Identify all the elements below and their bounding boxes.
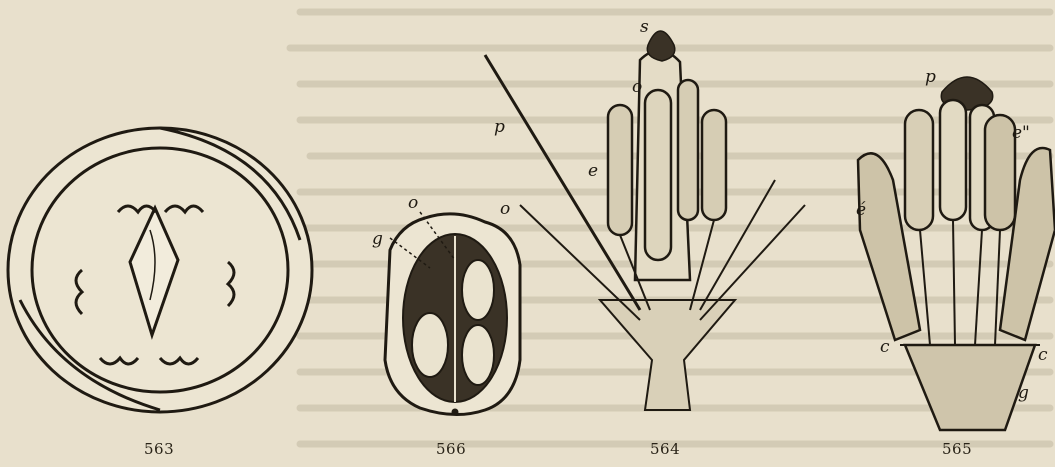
figure-number-565: 565 [942,440,972,458]
label-566-g: g [372,229,383,249]
petal-line-right [700,205,805,320]
label-565-c-left: c [880,337,890,357]
filament-a [920,230,930,345]
anther-d [985,115,1015,230]
label-565-c-right: c [1038,345,1048,365]
label-564-p: p [494,117,505,137]
figure-number-564: 564 [650,440,680,458]
label-565-p: p [925,67,936,87]
figure-566-cross-section [385,212,520,415]
ovule-lower-left [412,313,448,377]
figure-563-floral-diagram [8,128,312,412]
anther-2 [645,90,671,260]
receptacle [600,300,735,410]
anther-1 [608,105,632,235]
anther-3 [678,80,698,220]
calyx-base [905,345,1035,430]
anther-b [940,100,966,220]
ovule-upper-right [462,260,494,320]
stigma [647,31,675,61]
figure-number-566: 566 [436,440,466,458]
anther-a [905,110,933,230]
figure-564-flower [485,31,805,410]
figure-number-563: 563 [144,440,174,458]
label-564-e: e [588,161,598,181]
label-565-e-double-prime: e" [1012,123,1030,143]
label-565-e-acute: é [856,200,866,220]
label-564-o-left: o [500,199,510,219]
anther-4 [702,110,726,220]
label-564-s: s [640,17,649,37]
filament-2 [690,220,714,310]
filament-c [975,230,982,345]
label-564-o-top: o [632,77,642,97]
section-dot [452,409,458,415]
label-566-o: o [408,193,418,213]
label-565-g: g [1018,383,1029,403]
ovule-lower-right [462,325,494,385]
filament-b [953,220,955,345]
